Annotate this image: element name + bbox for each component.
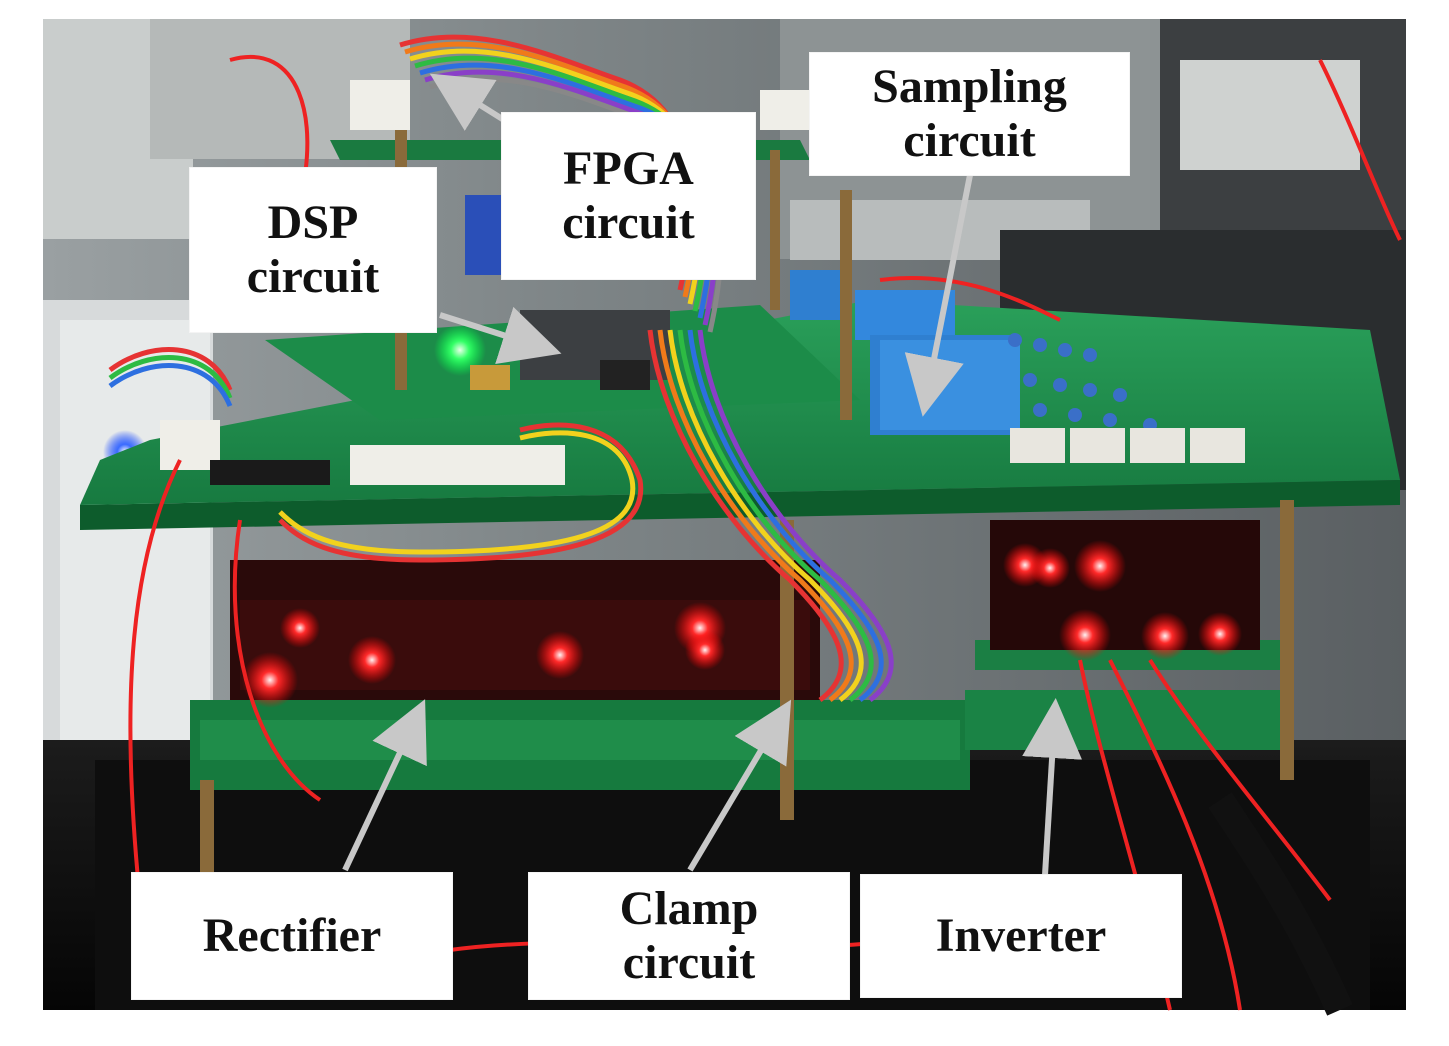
label-inverter-line1: Inverter [935, 909, 1107, 963]
label-clamp-line1: Clamp [619, 882, 759, 936]
label-dsp-circuit: DSP circuit [189, 167, 437, 333]
label-dsp-line1: DSP [267, 196, 359, 250]
label-rectifier-line1: Rectifier [202, 909, 382, 963]
label-clamp-circuit: Clamp circuit [528, 872, 850, 1000]
label-sampling-circuit: Sampling circuit [809, 52, 1130, 176]
label-dsp-line2: circuit [246, 250, 380, 303]
label-inverter: Inverter [860, 874, 1182, 998]
label-fpga-line2: circuit [562, 196, 695, 249]
label-rectifier: Rectifier [131, 872, 453, 1000]
label-fpga-circuit: FPGA circuit [501, 112, 756, 280]
label-sampling-line2: circuit [903, 114, 1036, 167]
label-clamp-line2: circuit [622, 936, 756, 989]
label-fpga-line1: FPGA [563, 142, 694, 196]
label-sampling-line1: Sampling [872, 60, 1067, 114]
